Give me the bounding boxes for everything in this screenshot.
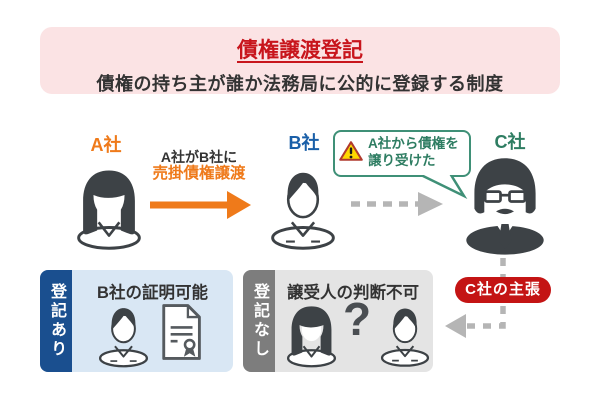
claim-badge: C社の主張: [455, 277, 551, 303]
unregistered-heading: 譲受人の判断不可: [287, 284, 419, 302]
unregistered-tab: 登記なし: [243, 270, 275, 372]
registered-box: 登記あり B社の証明可能: [40, 270, 233, 372]
man-icon: [380, 307, 430, 367]
header-banner: 債権譲渡登記 債権の持ち主が誰か法務局に公的に登録する制度: [40, 27, 560, 94]
registered-heading: B社の証明可能: [97, 284, 208, 302]
bubble-text-line1: A社から債権を: [368, 136, 459, 151]
warning-icon: [339, 141, 363, 161]
header-subtitle: 債権の持ち主が誰か法務局に公的に登録する制度: [96, 74, 504, 94]
woman-icon: [77, 169, 141, 250]
man-icon: [271, 171, 335, 250]
solid-arrow-right-icon: [150, 191, 251, 219]
transfer-caption-line2: 売掛債権譲渡: [152, 165, 246, 183]
transfer-caption: A社がB社に 売掛債権譲渡: [140, 149, 258, 183]
bubble-text: A社から債権を 譲り受けた: [368, 135, 459, 169]
bubble-text-line2: 譲り受けた: [368, 153, 436, 168]
question-mark: ?: [342, 293, 372, 345]
company-a-label: A社: [90, 135, 122, 155]
woman-icon: [286, 305, 337, 368]
company-b-label: B社: [288, 133, 320, 153]
page-title: 債権譲渡登記: [237, 39, 363, 62]
dashed-arrow-right-icon: [351, 192, 443, 216]
certificate-icon: [162, 304, 201, 360]
man-icon: [98, 306, 149, 368]
claim-speech-bubble: A社から債権を 譲り受けた: [333, 130, 471, 177]
bubble-tail: [419, 175, 468, 200]
unregistered-box: 登記なし 譲受人の判断不可 ?: [243, 270, 433, 372]
glasses-man-icon: [464, 156, 546, 256]
transfer-caption-line1: A社がB社に: [160, 149, 238, 165]
registered-tab: 登記あり: [40, 270, 72, 372]
company-c-label: C社: [494, 132, 526, 152]
